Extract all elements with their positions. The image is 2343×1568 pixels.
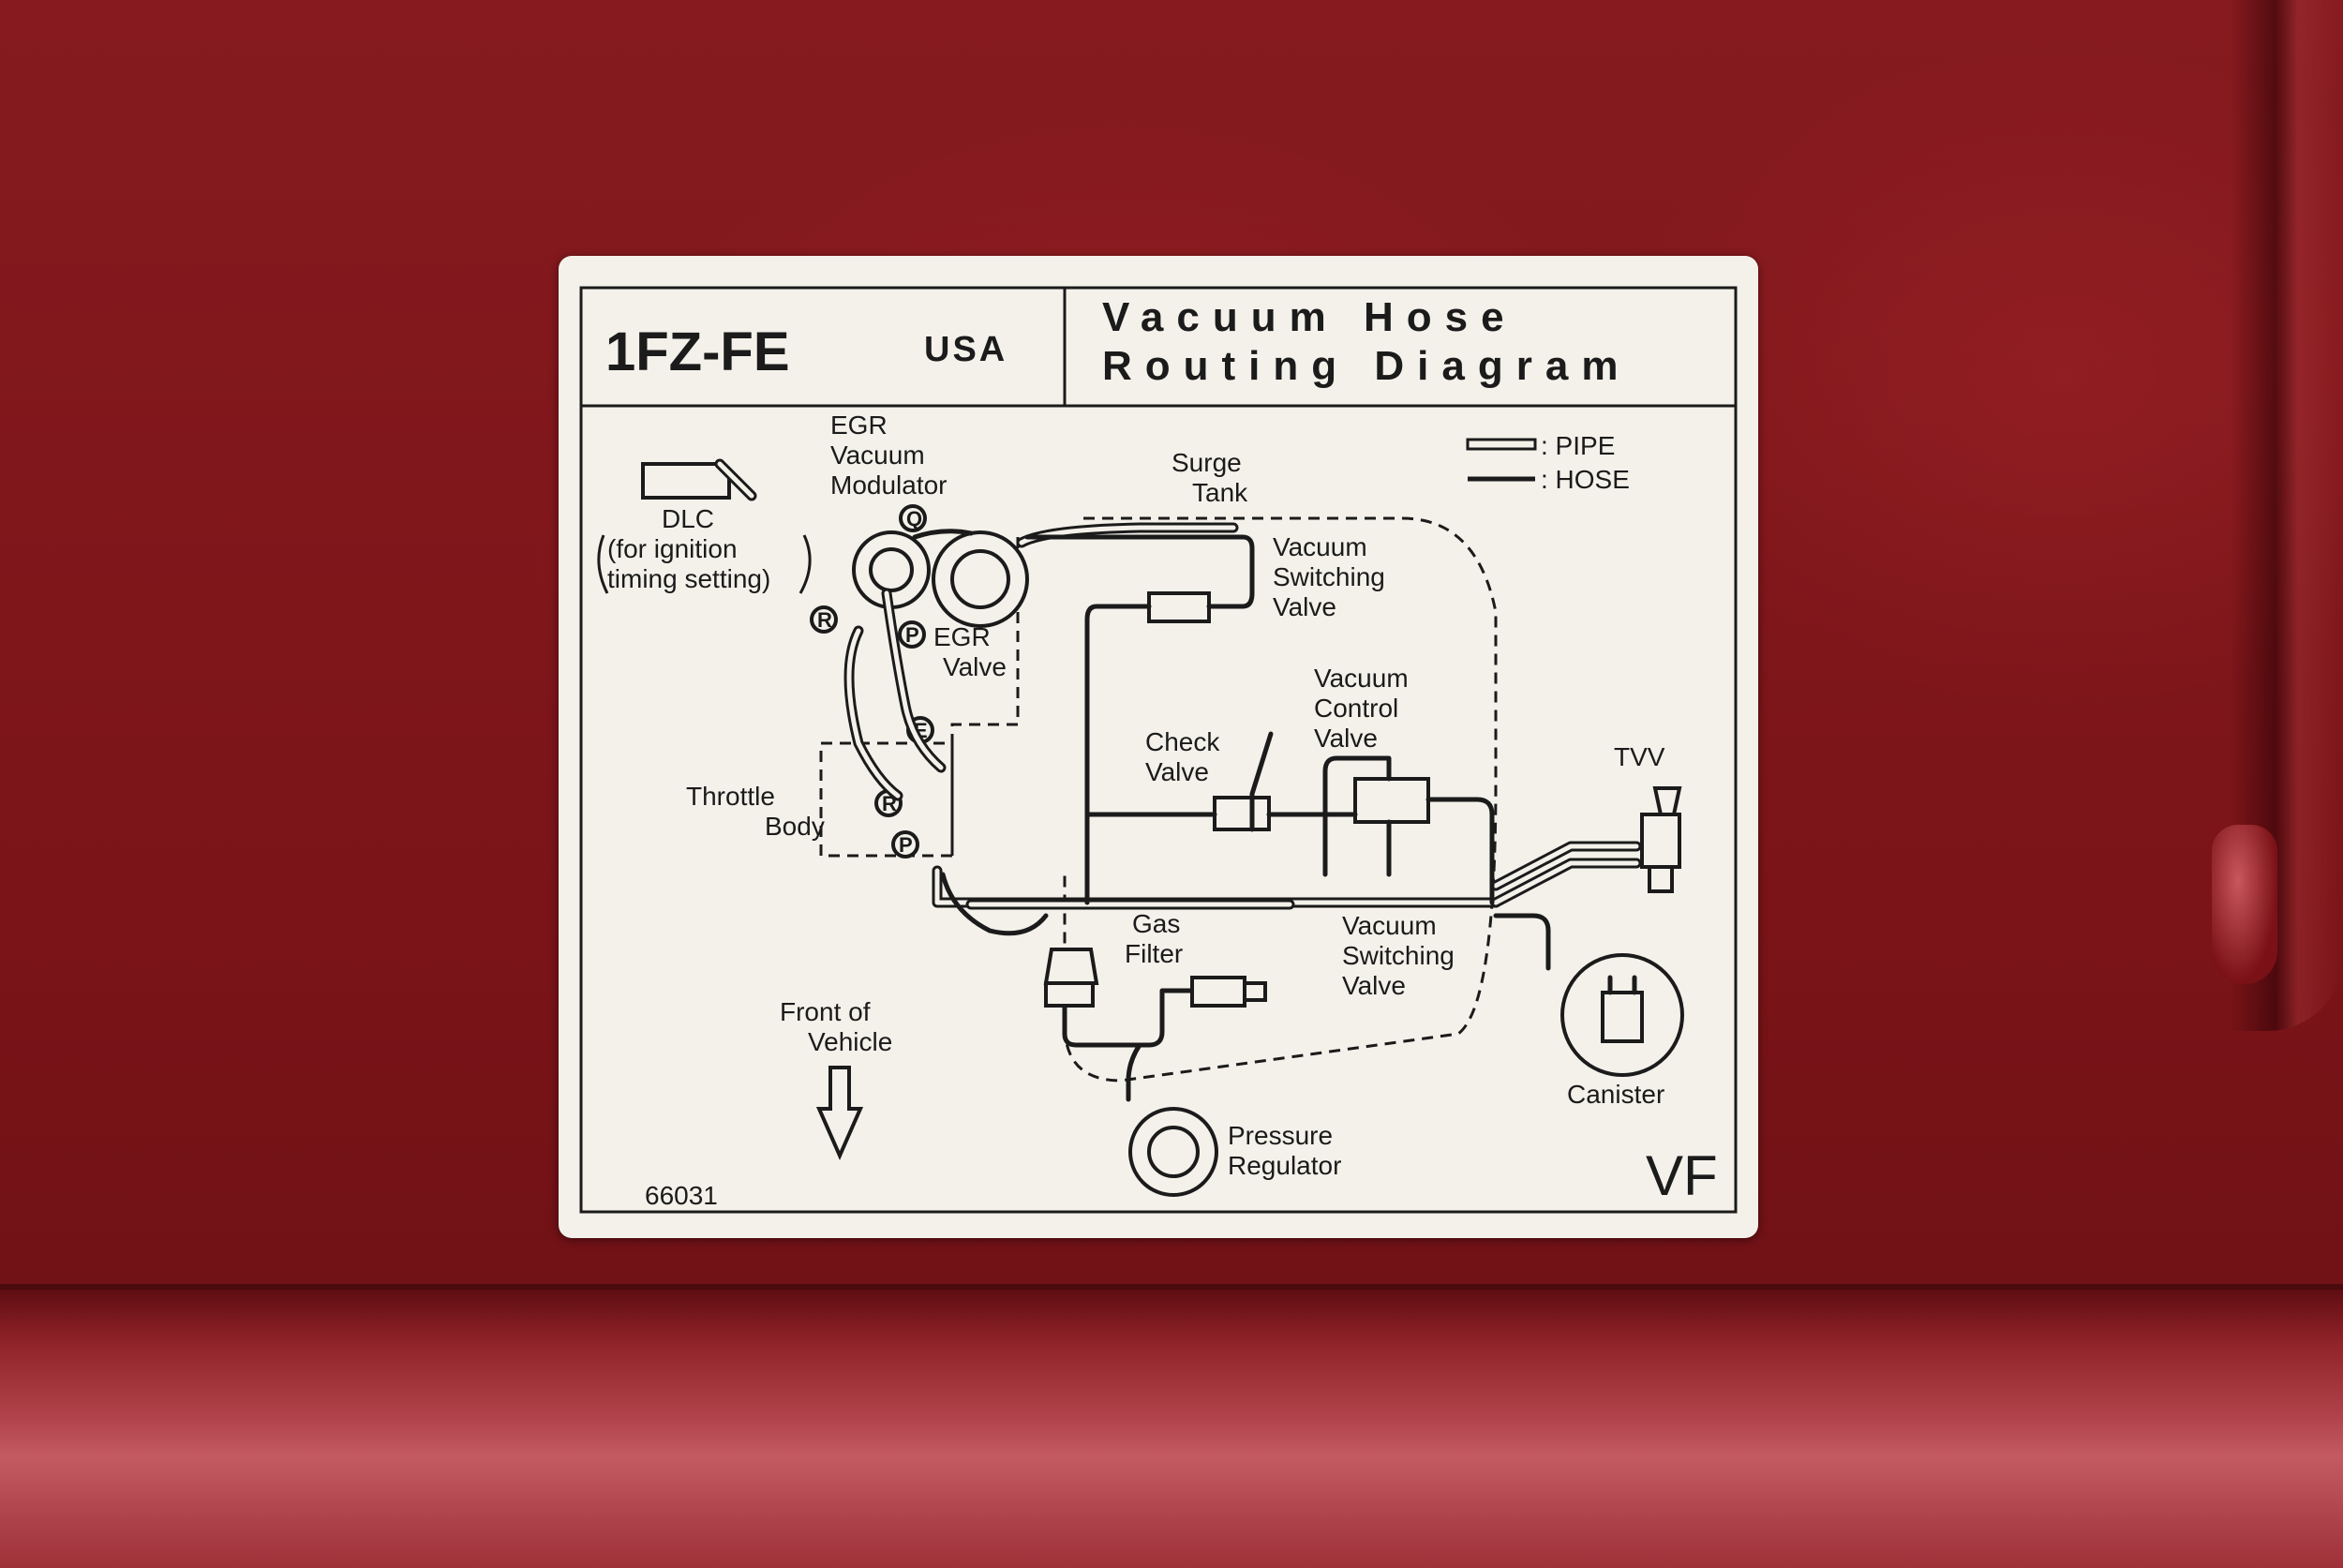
port-markers — [810, 504, 934, 859]
lower-vsv-connector — [1243, 981, 1267, 1002]
dlc-bracket-left — [597, 534, 609, 594]
vacuum-pipes — [843, 522, 1642, 910]
egr-valve-label-line2: Valve — [943, 652, 1007, 681]
title-line2: Routing Diagram — [1102, 343, 1631, 389]
front-label-line2: Vehicle — [808, 1027, 892, 1056]
egr-modulator-unit — [852, 529, 1029, 628]
surge-tank-label-line2: Tank — [1192, 478, 1248, 507]
egr-valve-label: EGR — [933, 622, 991, 651]
vcv-label-line3: Valve — [1314, 724, 1378, 753]
legend-hose-text: : HOSE — [1541, 465, 1630, 494]
pressure-regulator-label-line2: Regulator — [1228, 1151, 1341, 1180]
pressure-regulator-label: Pressure — [1228, 1121, 1333, 1150]
front-label: Front of — [780, 997, 871, 1026]
port-p-upper: P — [905, 623, 919, 647]
upper-vsv-label: Vacuum — [1273, 532, 1367, 561]
paint-drip — [2212, 825, 2277, 984]
throttle-body-label: Throttle — [686, 782, 775, 811]
dlc-connector-icon — [641, 458, 757, 501]
check-valve-body — [1213, 796, 1271, 831]
port-q: Q — [906, 507, 922, 530]
lower-vsv-label-line3: Valve — [1342, 971, 1406, 1000]
check-valve-label: Check — [1145, 727, 1220, 756]
down-arrow-icon — [815, 1066, 864, 1160]
upper-vsv-label-line2: Switching — [1273, 562, 1385, 591]
dlc-bracket-right — [798, 534, 812, 594]
vacuum-hoses — [940, 534, 1551, 1102]
vcv-label: Vacuum — [1314, 664, 1409, 693]
upper-vsv-label-line3: Valve — [1273, 592, 1336, 621]
lower-vsv-label-line2: Switching — [1342, 941, 1455, 970]
engine-code: 1FZ-FE — [605, 321, 790, 382]
tvv-label: TVV — [1614, 742, 1665, 771]
gas-filter-label: Gas — [1132, 909, 1180, 938]
gas-filter-icon — [1043, 948, 1099, 1008]
vacuum-control-valve-body — [1353, 777, 1430, 824]
pressure-regulator-icon — [1128, 1107, 1218, 1197]
canister-label: Canister — [1567, 1080, 1664, 1109]
legend-pipe-swatch — [1466, 438, 1537, 451]
dlc-label-line3: timing setting) — [607, 564, 770, 593]
legend: : PIPE : HOSE — [1466, 431, 1630, 494]
throttle-body-box — [819, 741, 954, 858]
egr-modulator-label-line3: Modulator — [830, 470, 948, 500]
legend-pipe-text: : PIPE — [1541, 431, 1615, 460]
throttle-body-label-line2: Body — [765, 812, 825, 841]
tvv-icon — [1640, 786, 1682, 893]
vcv-label-line2: Control — [1314, 694, 1398, 723]
surge-tank-label: Surge — [1172, 448, 1242, 477]
check-valve-label-line2: Valve — [1145, 757, 1209, 786]
upper-vsv-body — [1147, 591, 1211, 623]
port-p-lower: P — [899, 833, 913, 857]
vacuum-hose-label: 1FZ-FE USA Vacuum Hose Routing Diagram :… — [559, 256, 1758, 1238]
surge-tank-outline — [1063, 516, 1498, 1083]
market-label: USA — [924, 330, 1007, 369]
title-line1: Vacuum Hose — [1102, 294, 1517, 340]
hood-front-edge — [0, 1284, 2343, 1568]
egr-modulator-label: EGR — [830, 411, 888, 440]
canister-icon — [1560, 953, 1684, 1077]
port-r-upper: R — [817, 608, 832, 632]
variant-code: VF — [1646, 1144, 1718, 1207]
part-number: 66031 — [645, 1181, 718, 1210]
dlc-label-line2: (for ignition — [607, 534, 738, 563]
gas-filter-label-line2: Filter — [1125, 939, 1183, 968]
lower-vsv-label: Vacuum — [1342, 911, 1437, 940]
egr-modulator-label-line2: Vacuum — [830, 441, 925, 470]
routing-diagram: 1FZ-FE USA Vacuum Hose Routing Diagram :… — [579, 286, 1738, 1214]
dlc-label: DLC — [662, 504, 714, 533]
lower-vsv-body — [1190, 976, 1246, 1008]
label-border — [579, 286, 1738, 1214]
